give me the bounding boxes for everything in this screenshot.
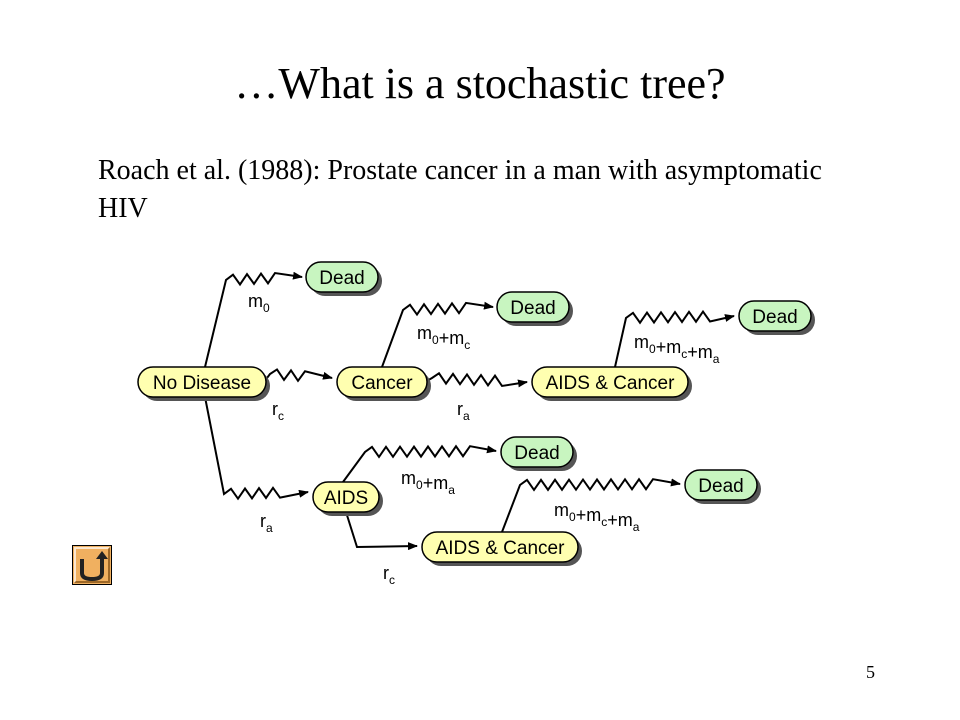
transition-rate-label: m0+mc+ma <box>634 332 720 366</box>
node-label: Dead <box>752 307 797 328</box>
death-node: Dead <box>500 436 577 471</box>
slide-title: …What is a stochastic tree? <box>234 59 726 108</box>
transition-arrow <box>204 271 303 368</box>
node-label: Dead <box>319 268 364 289</box>
state-node: Cancer <box>336 366 431 401</box>
transition-arrow <box>204 396 309 501</box>
transition-rate-label: m0+mc+ma <box>554 500 640 534</box>
return-button[interactable] <box>72 545 112 585</box>
node-label: AIDS & Cancer <box>436 538 565 559</box>
node-label: AIDS <box>324 488 368 509</box>
state-node: AIDS <box>312 481 383 516</box>
node-label: AIDS & Cancer <box>546 373 675 394</box>
transition-arrow <box>342 444 497 483</box>
node-label: No Disease <box>153 373 251 394</box>
slide-number: 5 <box>866 662 875 682</box>
transition-arrow <box>501 477 681 533</box>
node-label: Dead <box>510 298 555 319</box>
transition-arrow <box>345 511 418 551</box>
transition-arrow <box>381 301 494 368</box>
transition-rate-label: rc <box>383 563 395 587</box>
death-node: Dead <box>684 469 761 504</box>
death-node: Dead <box>738 300 815 335</box>
transition-rate-label: m0+mc <box>417 323 470 352</box>
state-node: AIDS & Cancer <box>421 531 582 566</box>
transition-rate-label: ra <box>260 511 273 535</box>
transition-rate-label: m0 <box>248 291 270 315</box>
transition-arrow <box>263 368 333 383</box>
transition-rate-label: ra <box>457 399 470 423</box>
transition-arrow <box>424 371 528 388</box>
state-node: No Disease <box>137 366 270 401</box>
u-turn-back-arrow-icon <box>72 545 112 585</box>
node-label: Dead <box>514 443 559 464</box>
node-label: Cancer <box>351 373 413 394</box>
transition-rate-label: m0+ma <box>401 468 455 497</box>
transition-arrow <box>614 309 735 368</box>
state-node: AIDS & Cancer <box>531 366 692 401</box>
death-node: Dead <box>305 261 382 296</box>
slide-subtitle: Roach et al. (1988): Prostate cancer in … <box>98 155 822 224</box>
transition-rate-label: rc <box>272 399 284 423</box>
death-node: Dead <box>496 291 573 326</box>
node-label: Dead <box>698 476 743 497</box>
